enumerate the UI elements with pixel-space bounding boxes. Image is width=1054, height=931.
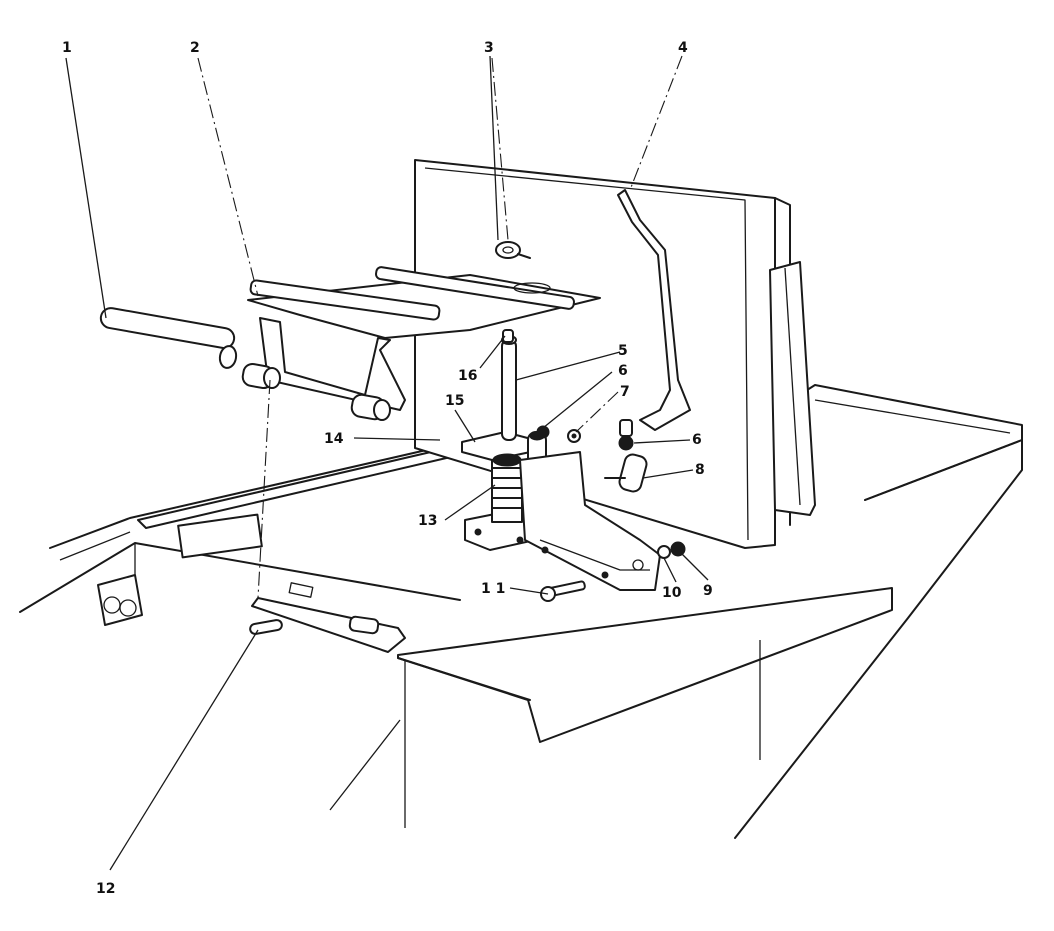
callout-1: 1 — [62, 40, 72, 56]
callout-3: 3 — [484, 40, 494, 56]
machine-base — [19, 384, 1023, 839]
callout-8: 8 — [695, 462, 705, 478]
callout-5: 5 — [618, 343, 628, 359]
callout-12: 12 — [96, 881, 115, 897]
callout-labels: 1 2 3 4 5 6 6 7 8 9 10 1 1 12 13 14 15 1… — [62, 40, 713, 897]
callout-6-upper: 6 — [618, 363, 628, 379]
callout-10: 10 — [662, 585, 682, 601]
callout-7: 7 — [620, 384, 630, 400]
callout-11: 1 1 — [481, 581, 505, 597]
leader-lines — [65, 55, 709, 871]
callout-2: 2 — [190, 40, 200, 56]
callout-16: 16 — [458, 368, 477, 384]
spring-assembly — [461, 329, 661, 591]
callout-9: 9 — [703, 583, 713, 599]
callout-13: 13 — [418, 513, 437, 529]
callout-14: 14 — [324, 431, 344, 447]
mounting-plate — [99, 266, 601, 421]
callout-4: 4 — [678, 40, 688, 56]
callout-15: 15 — [445, 393, 464, 409]
callout-6-lower: 6 — [692, 432, 702, 448]
